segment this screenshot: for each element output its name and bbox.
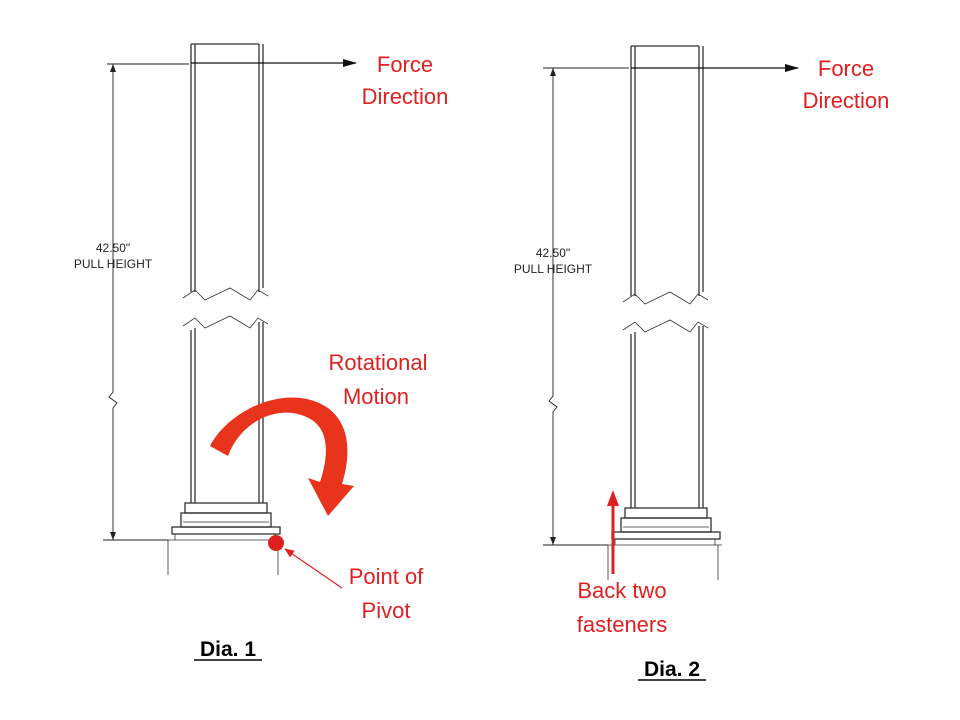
fastener-arrow-icon [607, 490, 619, 506]
pivot-point-icon [268, 535, 284, 551]
post-lower-2 [630, 326, 704, 508]
break-line-bottom-2 [622, 319, 709, 333]
force-label-2-line1: Force [818, 56, 874, 81]
post-upper-1 [190, 43, 264, 292]
fastener-label-line1: Back two [577, 578, 666, 603]
dimension-label-1: PULL HEIGHT [74, 257, 153, 271]
force-label-1-line2: Direction [362, 84, 449, 109]
dimension-value-2: 42.50" [536, 246, 570, 260]
base-plate-1 [167, 502, 282, 575]
force-label-2-line2: Direction [803, 88, 890, 113]
pivot-pointer-line [284, 548, 343, 589]
caption-dia-2: Dia. 2 [644, 658, 700, 681]
dimension-value-1: 42.50" [96, 241, 130, 255]
base-plate-2 [607, 507, 722, 580]
pivot-label-line1: Point of [349, 564, 424, 589]
break-line-top-2 [622, 291, 709, 305]
post-upper-2 [630, 45, 704, 296]
break-line-bottom-1 [182, 315, 269, 329]
force-label-1-line1: Force [377, 52, 433, 77]
fastener-label-line2: fasteners [577, 612, 668, 637]
caption-dia-1: Dia. 1 [200, 638, 256, 661]
rotation-label-line1: Rotational [328, 350, 427, 375]
rotation-arrow-icon [210, 397, 354, 516]
dimension-label-2: PULL HEIGHT [514, 262, 593, 276]
dimension-line-1 [103, 63, 189, 541]
diagram-1: 42.50" PULL HEIGHT Force Direction Rotat… [74, 43, 449, 661]
break-line-top-1 [182, 287, 269, 301]
diagram-2: 42.50" PULL HEIGHT Force Direction Back … [514, 45, 890, 681]
dimension-line-2 [543, 67, 629, 546]
rotation-label-line2: Motion [343, 384, 409, 409]
pivot-label-line2: Pivot [362, 598, 411, 623]
